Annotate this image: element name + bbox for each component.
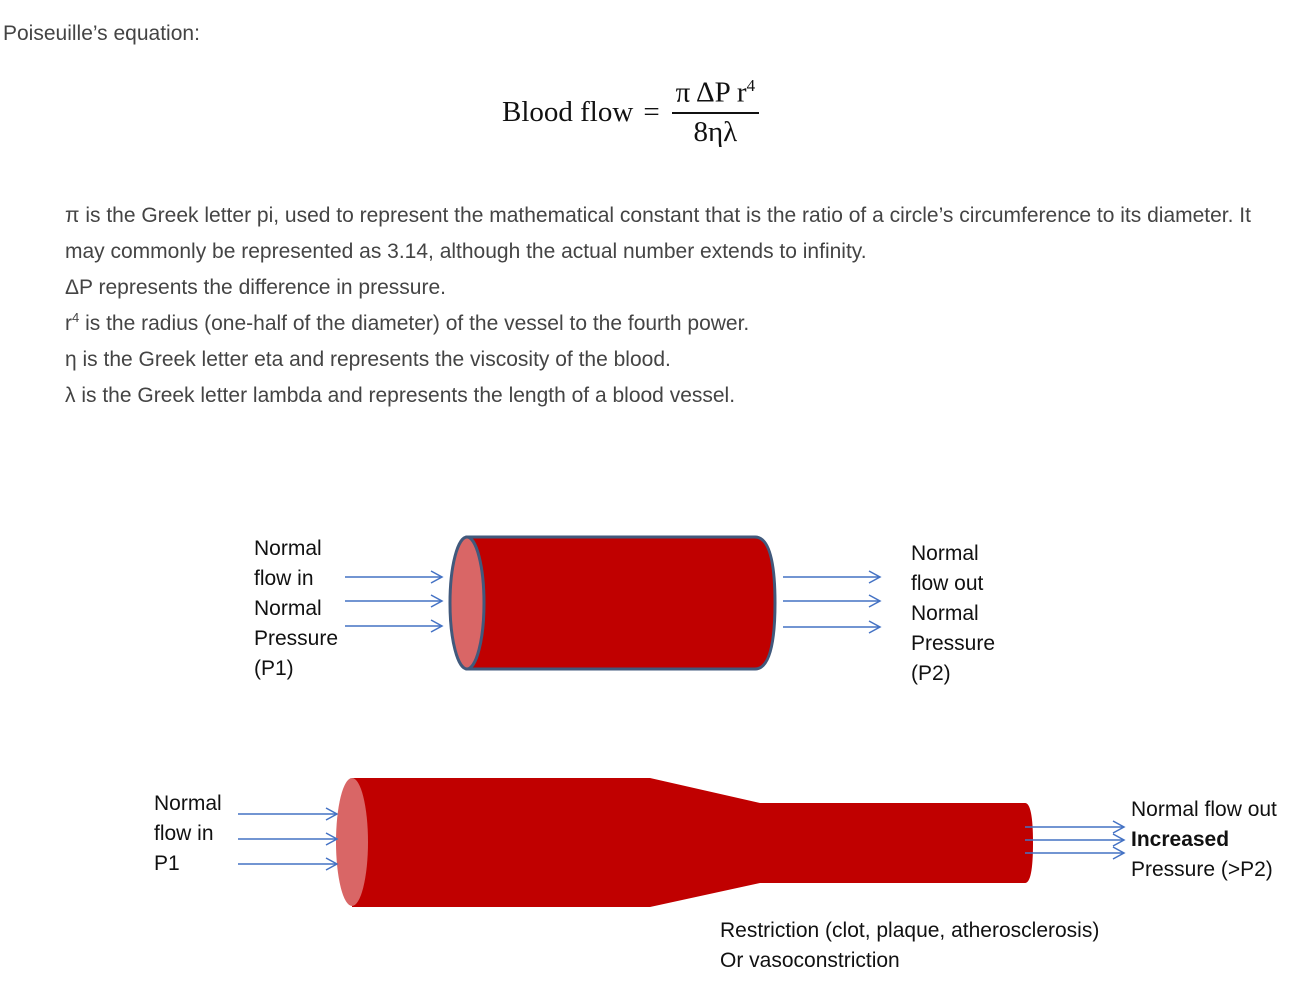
restricted-vessel — [336, 778, 1033, 907]
definitions: π is the Greek letter pi, used to repres… — [65, 198, 1295, 414]
label-line: Pressure — [254, 627, 339, 650]
normal-vessel — [448, 535, 777, 671]
label-line: Normal — [911, 542, 979, 565]
definition-lambda: λ is the Greek letter lambda and represe… — [65, 384, 736, 407]
label-line: Pressure — [911, 632, 996, 655]
label-line: Pressure (>P2) — [1131, 858, 1273, 881]
normal-vessel-opening — [448, 535, 486, 671]
restricted-flow-in-label: Normal flow in P1 — [154, 789, 222, 879]
label-line: (P2) — [911, 662, 951, 685]
restriction-label: Restriction (clot, plaque, atheroscleros… — [720, 916, 1099, 976]
restricted-vessel-body — [352, 778, 1033, 907]
normal-vessel-body — [465, 535, 777, 671]
numerator-exponent: 4 — [746, 76, 756, 95]
equation-lhs: Blood flow — [502, 95, 634, 128]
label-line: Normal flow out — [1131, 798, 1277, 821]
label-line: flow out — [911, 572, 984, 595]
label-line: P1 — [154, 852, 180, 875]
r-exponent: 4 — [72, 310, 80, 325]
equals-sign: = — [643, 95, 660, 128]
label-line: flow in — [154, 822, 214, 845]
label-line: Normal — [254, 597, 322, 620]
restricted-flow-out-label: Normal flow out Increased Pressure (>P2) — [1131, 795, 1277, 885]
r-symbol: r — [65, 312, 72, 335]
flow-arrows-2 — [238, 807, 1126, 871]
label-line: Normal — [911, 602, 979, 625]
fraction: π ΔP r4 8ηλ — [671, 76, 760, 149]
label-line: Normal — [154, 792, 222, 815]
label-line: (P1) — [254, 657, 294, 680]
normal-flow-out-label: Normal flow out Normal Pressure (P2) — [911, 539, 995, 689]
label-line: Normal — [254, 537, 322, 560]
definition-r4: r4 is the radius (one-half of the diamet… — [65, 306, 1295, 342]
restricted-vessel-opening — [336, 778, 368, 906]
normal-flow-in-label: Normal flow in Normal Pressure (P1) — [254, 534, 338, 684]
numerator-text: π ΔP r — [675, 76, 747, 109]
label-line: flow in — [254, 567, 314, 590]
label-line-bold: Increased — [1131, 828, 1230, 851]
label-line: Or vasoconstriction — [720, 949, 900, 972]
numerator: π ΔP r4 — [671, 76, 760, 114]
label-line: Restriction (clot, plaque, atheroscleros… — [720, 919, 1100, 942]
definition-delta-p: ΔP represents the difference in pressure… — [65, 276, 446, 299]
poiseuille-equation: Blood flow = π ΔP r4 8ηλ — [502, 76, 760, 149]
flow-arrows — [345, 570, 882, 634]
definition-eta: η is the Greek letter eta and represents… — [65, 348, 671, 371]
definition-pi: π is the Greek letter pi, used to repres… — [65, 204, 1251, 263]
r-definition-text: is the radius (one-half of the diameter)… — [79, 312, 750, 335]
heading: Poiseuille’s equation: — [3, 22, 200, 45]
denominator: 8ηλ — [693, 115, 738, 148]
